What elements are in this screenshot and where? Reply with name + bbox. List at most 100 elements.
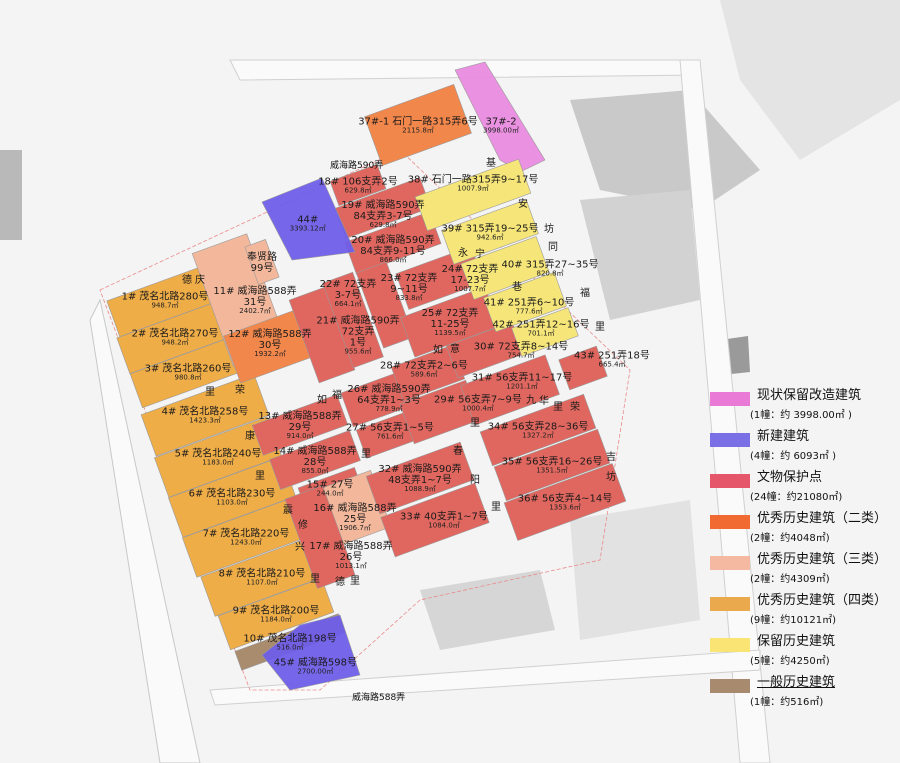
- building-area: 980.8㎡: [175, 374, 202, 382]
- building-address: 56支弄16~26号: [526, 456, 603, 468]
- building-area: 1423.3㎡: [189, 417, 221, 425]
- building-id: 9#: [233, 606, 248, 617]
- building-footprint-14[interactable]: [269, 430, 361, 490]
- lane-name-char: 震: [283, 504, 293, 516]
- building-footprint-13[interactable]: [251, 394, 349, 456]
- building-address: 茂名北路280号: [139, 290, 208, 303]
- building-address: 251弄12~16号: [517, 319, 590, 331]
- building-id: 30#: [474, 342, 495, 353]
- building-address: 40支弄1~7号: [424, 511, 488, 523]
- lane-name-char: 里: [350, 575, 360, 587]
- building-address: 9~11号: [390, 283, 427, 295]
- lane-name-char: 安: [518, 197, 528, 210]
- building-footprint-38[interactable]: [414, 158, 532, 232]
- building-footprint-9[interactable]: [217, 577, 335, 651]
- legend-title: 优秀历史建筑（三类）: [757, 552, 888, 567]
- legend-item-general_historic: 一般历史建筑 (1幢：约516㎡): [700, 675, 900, 716]
- building-label-44: 44#3393.12㎡: [290, 215, 326, 233]
- building-address: 茂名北路230号: [206, 487, 275, 500]
- building-id: 2#: [132, 329, 147, 340]
- building-address: 威海路588弄: [283, 409, 342, 422]
- building-id: 16#: [313, 503, 334, 514]
- building-footprint-45[interactable]: [261, 614, 361, 691]
- building-area: 664.1㎡: [335, 300, 362, 308]
- building-area: 244.0㎡: [317, 490, 344, 498]
- buildings-layer: [106, 61, 627, 691]
- lane-name-char: 同: [548, 241, 558, 253]
- lane-name-char: 吉: [606, 451, 616, 463]
- legend-count: (1幢：约 3998.00㎡ ): [750, 410, 852, 421]
- building-id: 44#: [297, 215, 318, 226]
- building-area: 1000.4㎡: [462, 405, 494, 413]
- building-footprint-37-2[interactable]: [454, 61, 546, 173]
- building-address: 315弄19~25号: [466, 223, 539, 235]
- building-area: 1906.7㎡: [339, 524, 371, 532]
- building-footprint-22[interactable]: [322, 271, 384, 369]
- building-area: 778.9㎡: [376, 405, 403, 413]
- building-area: 820.8㎡: [537, 270, 564, 278]
- building-footprint-44[interactable]: [261, 177, 356, 261]
- building-id: 39#: [442, 224, 463, 235]
- building-id: 1#: [122, 292, 137, 303]
- lane-name-char: 里: [205, 386, 215, 398]
- legend-count: (1幢：约516㎡): [750, 697, 824, 708]
- building-address: 25号: [344, 513, 367, 525]
- building-footprint-fengxian-99[interactable]: [244, 239, 280, 285]
- building-id: 10#: [243, 634, 264, 645]
- building-footprint-43[interactable]: [558, 345, 608, 391]
- building-area: 3393.12㎡: [290, 225, 326, 233]
- building-footprint-18[interactable]: [329, 163, 387, 207]
- building-footprint-34[interactable]: [479, 393, 597, 467]
- building-footprint-42[interactable]: [511, 307, 579, 357]
- lane-name-char: 兴: [295, 541, 305, 553]
- building-address: 威海路590弄: [376, 233, 435, 246]
- building-footprint-17[interactable]: [284, 485, 356, 589]
- building-area: 1084.0㎡: [428, 522, 460, 530]
- building-footprint-40[interactable]: [460, 236, 550, 300]
- legend-swatch: [710, 597, 750, 611]
- building-address: 251弄6~10号: [508, 297, 575, 309]
- building-footprint-23[interactable]: [355, 261, 415, 349]
- building-footprint-35[interactable]: [493, 428, 611, 502]
- building-footprint-37-1[interactable]: [364, 83, 472, 167]
- building-id: 26#: [347, 384, 368, 395]
- building-footprint-33[interactable]: [380, 482, 490, 558]
- building-id: 37#-2: [486, 116, 517, 127]
- building-id: 18#: [318, 177, 339, 188]
- building-area: 1351.5㎡: [536, 467, 568, 475]
- building-footprint-32[interactable]: [365, 441, 475, 515]
- building-id: 29#: [434, 395, 455, 406]
- building-address: 威海路590弄: [403, 462, 462, 475]
- building-address: 64支弄1~3号: [357, 394, 421, 406]
- building-address: 84支弄9-11号: [360, 245, 425, 257]
- building-address: 72支弄8~14号: [498, 341, 568, 353]
- building-address: 茂名北路258号: [179, 405, 248, 418]
- legend: 现状保留改造建筑 (1幢：约 3998.00㎡ ) 新建建筑 (4幢：约 609…: [700, 388, 900, 716]
- building-address: 315弄27~35号: [526, 259, 599, 271]
- building-id: 33#: [400, 512, 421, 523]
- building-footprint-31[interactable]: [460, 354, 560, 426]
- lane-name-char: 坊: [606, 470, 616, 483]
- legend-title: 保留历史建筑: [757, 634, 836, 649]
- building-footprint-4[interactable]: [140, 373, 270, 457]
- building-footprint-36[interactable]: [503, 463, 627, 541]
- building-footprint-39[interactable]: [441, 199, 539, 265]
- building-footprint-41[interactable]: [483, 271, 567, 333]
